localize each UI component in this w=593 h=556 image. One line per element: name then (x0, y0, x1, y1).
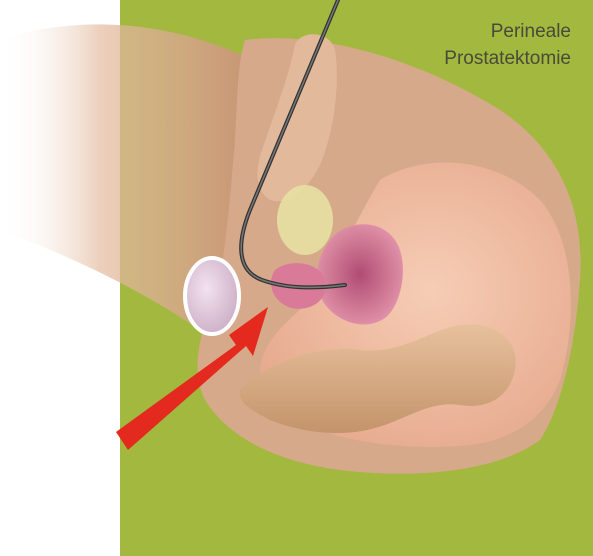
caption: Perineale Prostatektomie (351, 18, 571, 72)
caption-line-2: Prostatektomie (351, 45, 571, 72)
testis (185, 258, 239, 334)
bladder (277, 185, 333, 255)
caption-line-1: Perineale (351, 18, 571, 45)
